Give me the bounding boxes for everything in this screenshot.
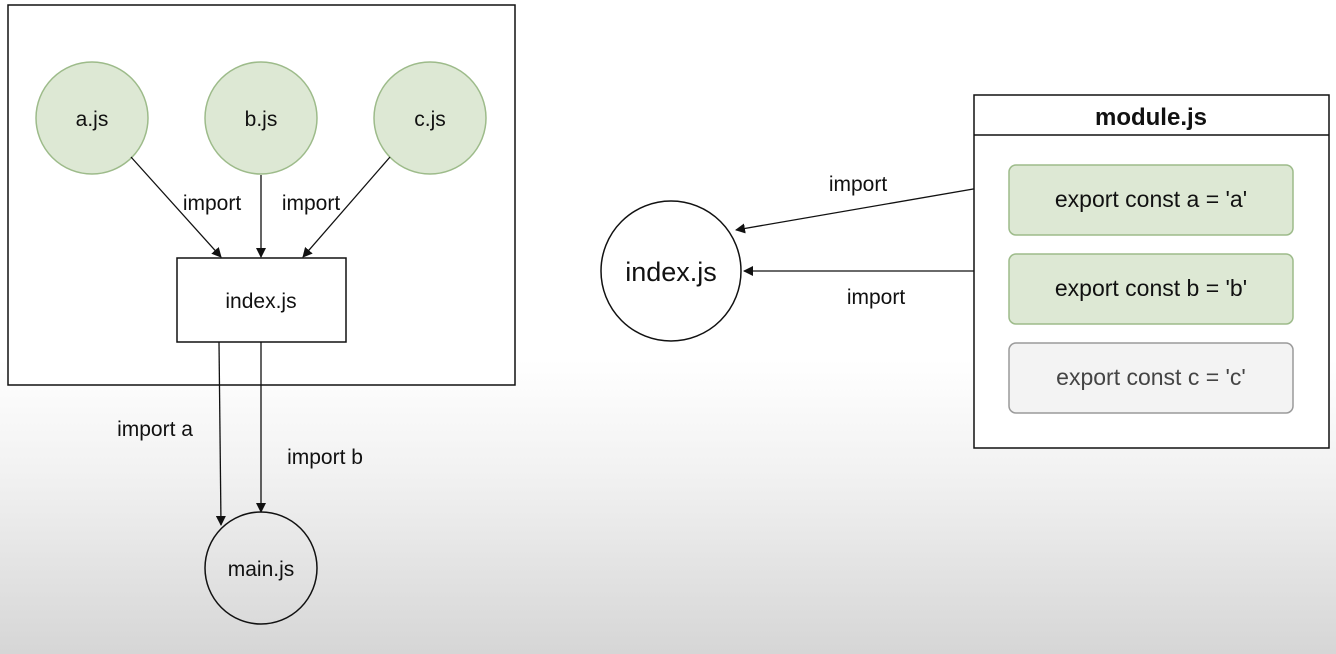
node-c-js-label: c.js — [414, 108, 446, 131]
node-main-js[interactable]: main.js — [204, 511, 318, 625]
node-c-js[interactable]: c.js — [373, 61, 487, 175]
module-js-container: module.js export const a = 'a' export co… — [973, 94, 1330, 449]
node-index-js-circle[interactable]: index.js — [600, 200, 742, 342]
node-main-js-label: main.js — [228, 558, 295, 581]
node-index-js-circle-label: index.js — [625, 257, 717, 287]
edge-label-a-import: import — [183, 192, 242, 215]
export-c[interactable]: export const c = 'c' — [1008, 342, 1294, 414]
export-b[interactable]: export const b = 'b' — [1008, 253, 1294, 325]
edge-c-to-index — [302, 156, 391, 258]
edge-export-a-to-index — [735, 182, 1009, 234]
node-b-js[interactable]: b.js — [204, 61, 318, 175]
left-diagram: a.js b.js c.js import import index.js im… — [7, 4, 516, 625]
module-js-title: module.js — [1095, 104, 1207, 131]
edge-label-import-b: import b — [287, 446, 363, 469]
export-b-label: export const b = 'b' — [1055, 275, 1247, 301]
edge-label-export-a-import: import — [829, 173, 888, 196]
node-a-js-label: a.js — [76, 108, 109, 131]
edge-index-to-main-a — [215, 341, 226, 526]
node-a-js[interactable]: a.js — [35, 61, 149, 175]
edge-label-c-import: import — [282, 192, 341, 215]
export-a[interactable]: export const a = 'a' — [1008, 164, 1294, 236]
edge-label-export-b-import: import — [847, 286, 906, 309]
edge-a-to-index — [130, 156, 222, 258]
export-c-label: export const c = 'c' — [1056, 364, 1246, 390]
right-diagram: index.js import import module.js export … — [600, 94, 1330, 449]
node-b-js-label: b.js — [245, 108, 278, 131]
node-index-js-label: index.js — [225, 290, 296, 313]
export-a-label: export const a = 'a' — [1055, 186, 1247, 212]
edge-label-import-a: import a — [117, 418, 193, 441]
node-index-js-box[interactable]: index.js — [176, 257, 347, 343]
